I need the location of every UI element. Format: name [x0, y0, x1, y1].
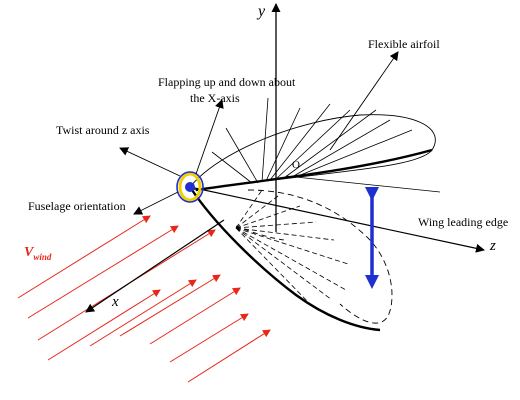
origin-label: O [292, 159, 300, 171]
wind-arrow [89, 279, 197, 347]
wind-arrow [47, 289, 161, 361]
fuselage-label: Fuselage orientation [28, 199, 126, 213]
dashed-spar [235, 221, 317, 229]
hub-dot [185, 182, 195, 192]
upper-wing [189, 97, 441, 193]
y-axis-label: y [256, 3, 266, 20]
wing-edge-label: Wing leading edge [418, 215, 508, 229]
wind-arrows [17, 215, 271, 383]
wind-arrow [119, 274, 221, 337]
label-pointers [119, 51, 399, 215]
dashed-spar [235, 227, 311, 305]
pointer-flapping [195, 99, 224, 175]
pointer-flexible-airfoil [329, 51, 399, 151]
wing-leading-edge [195, 148, 433, 192]
wind-arrow [149, 287, 241, 345]
twist-label: Twist around z axis [56, 123, 150, 137]
spar [261, 97, 269, 183]
dashed-spar [235, 227, 335, 241]
spar [285, 175, 441, 193]
wind-arrow [17, 215, 151, 299]
dashed-spar [235, 189, 263, 229]
wing-root-hub [176, 171, 204, 203]
wind-arrow [169, 313, 249, 363]
twist-ring [178, 172, 202, 202]
wing-outline [189, 114, 436, 191]
x-axis-label: x [111, 294, 119, 310]
spar [211, 151, 253, 184]
pointer-fuselage [133, 191, 179, 215]
v-wind-subscript: wind [33, 252, 52, 262]
lower-wing-outline [247, 189, 393, 324]
spar [297, 129, 413, 177]
spar [283, 109, 377, 179]
dashed-spar [235, 195, 279, 229]
v-wind-main: V [24, 245, 35, 260]
spar [275, 109, 351, 180]
dashed-spar [235, 227, 333, 301]
dashed-spar [235, 227, 347, 291]
flap-ring [176, 171, 204, 203]
axes [85, 3, 485, 313]
flapping-label-line2: the X-axis [190, 91, 240, 105]
z-axis-label: z [489, 238, 496, 254]
flapping-label-line1: Flapping up and down about [158, 75, 296, 89]
spar [269, 103, 331, 181]
dashed-spar [235, 227, 349, 265]
dashed-spar [235, 205, 301, 229]
v-wind-label: Vwind [24, 245, 52, 262]
spar [225, 127, 259, 184]
wind-arrow [27, 225, 179, 319]
spar [291, 119, 391, 178]
z-axis-line [189, 186, 485, 253]
flexible-airfoil-label: Flexible airfoil [368, 37, 440, 51]
lower-leading-edge [188, 186, 381, 332]
wind-arrow [187, 329, 271, 383]
x-axis-line [85, 219, 225, 313]
lower-wing [188, 186, 393, 332]
pointer-twist [119, 147, 181, 177]
spar [265, 107, 301, 182]
